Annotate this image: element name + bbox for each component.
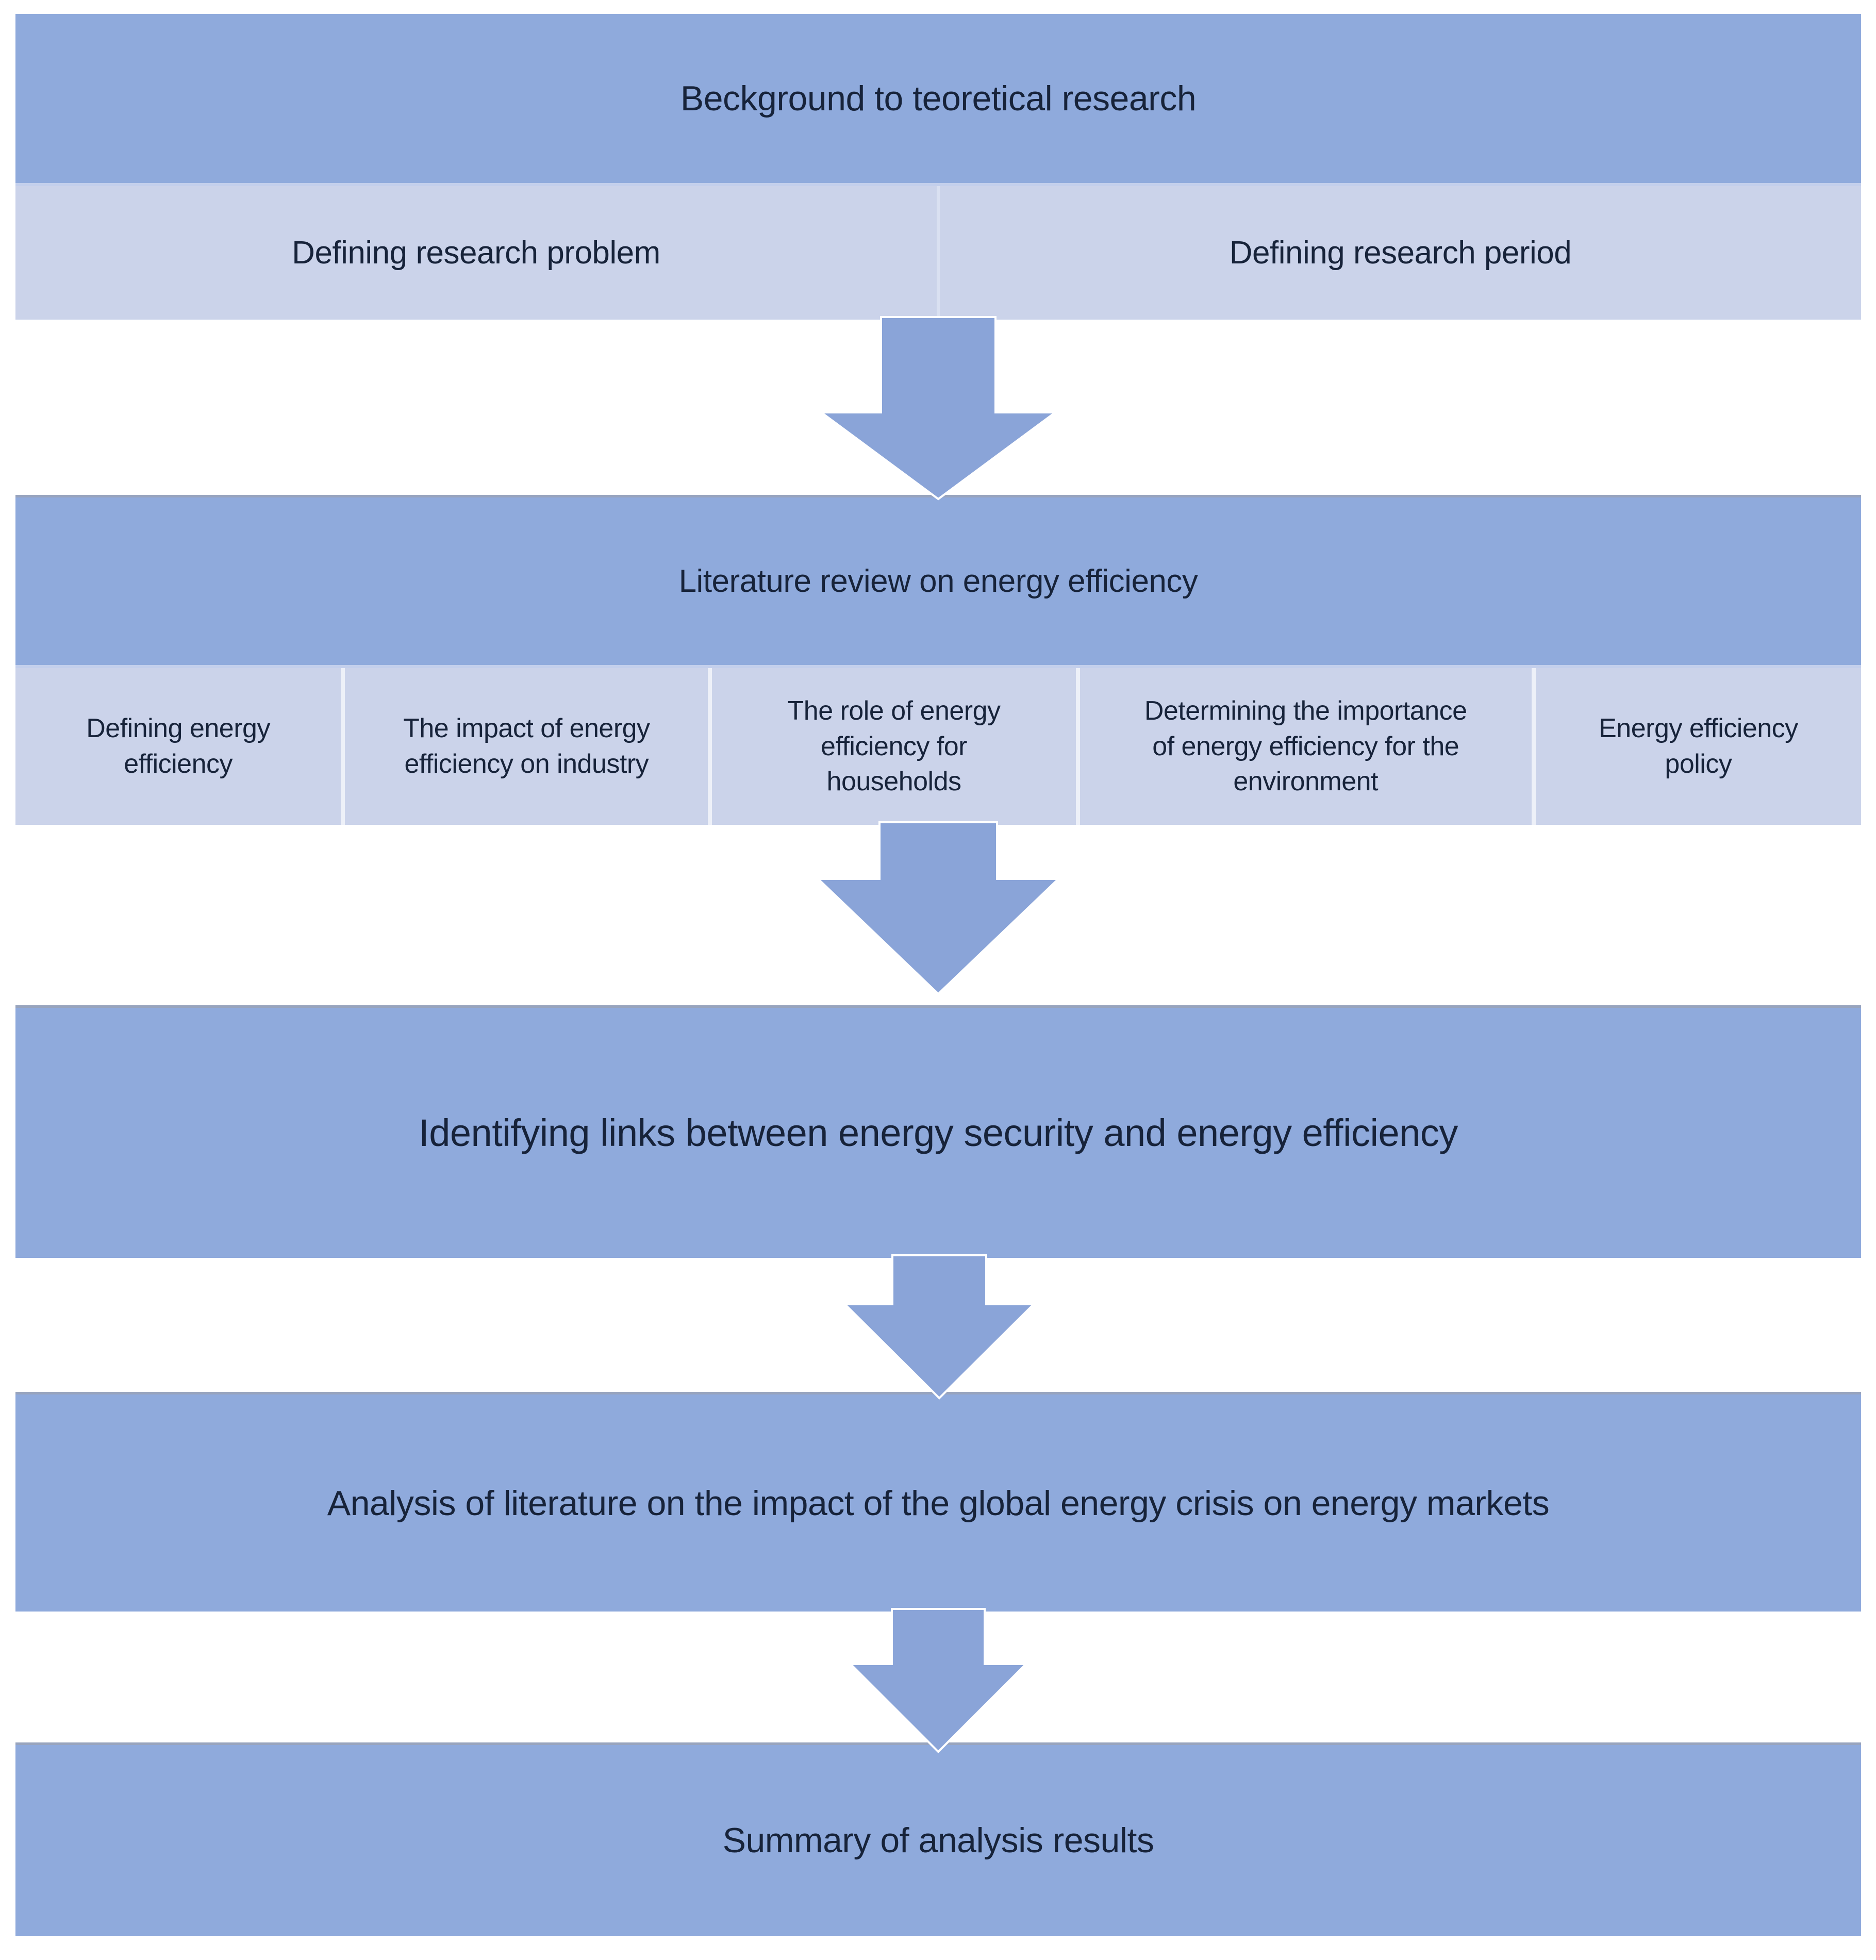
stage-summary-title: Summary of analysis results bbox=[722, 1821, 1154, 1860]
stage-analysis-title: Analysis of literature on the impact of … bbox=[327, 1483, 1550, 1523]
cell-label: Defining research problem bbox=[292, 235, 660, 271]
down-arrow-icon bbox=[842, 1254, 1036, 1400]
stage-literature-header-band: Literature review on energy efficiency bbox=[15, 495, 1861, 665]
stage-background-title: Beckground to teoretical research bbox=[680, 79, 1197, 118]
cell-defining-research-problem: Defining research problem bbox=[15, 186, 937, 320]
stage-literature-title: Literature review on energy efficiency bbox=[678, 563, 1198, 599]
cell-label: Defining energy efficiency bbox=[86, 713, 270, 779]
cell-defining-energy-efficiency: Defining energy efficiency bbox=[15, 668, 341, 825]
cell-label: Determining the importance of energy eff… bbox=[1144, 696, 1467, 797]
stage-links-band: Identifying links between energy securit… bbox=[15, 1005, 1861, 1258]
down-arrow-icon bbox=[818, 316, 1059, 501]
cell-role-for-households: The role of energy efficiency for househ… bbox=[712, 668, 1076, 825]
stage-background-header-band: Beckground to teoretical research bbox=[15, 14, 1861, 183]
cell-label: The role of energy efficiency for househ… bbox=[787, 696, 1001, 797]
cell-label: Energy efficiency policy bbox=[1599, 713, 1798, 779]
cell-defining-research-period: Defining research period bbox=[940, 186, 1861, 320]
down-arrow-icon bbox=[848, 1608, 1028, 1753]
cell-label: Defining research period bbox=[1229, 235, 1572, 271]
cell-impact-on-industry: The impact of energy efficiency on indus… bbox=[345, 668, 708, 825]
stage-links-title: Identifying links between energy securit… bbox=[419, 1111, 1458, 1154]
stage-analysis-band: Analysis of literature on the impact of … bbox=[15, 1392, 1861, 1612]
stage-summary-band: Summary of analysis results bbox=[15, 1742, 1861, 1936]
down-arrow-icon bbox=[816, 821, 1061, 995]
cell-energy-efficiency-policy: Energy efficiency policy bbox=[1535, 668, 1861, 825]
cell-importance-for-environment: Determining the importance of energy eff… bbox=[1080, 668, 1532, 825]
cell-label: The impact of energy efficiency on indus… bbox=[403, 713, 650, 779]
stage-literature-cells-row: Defining energy efficiency The impact of… bbox=[15, 665, 1861, 825]
stage-background-cells-row: Defining research problem Defining resea… bbox=[15, 183, 1861, 320]
